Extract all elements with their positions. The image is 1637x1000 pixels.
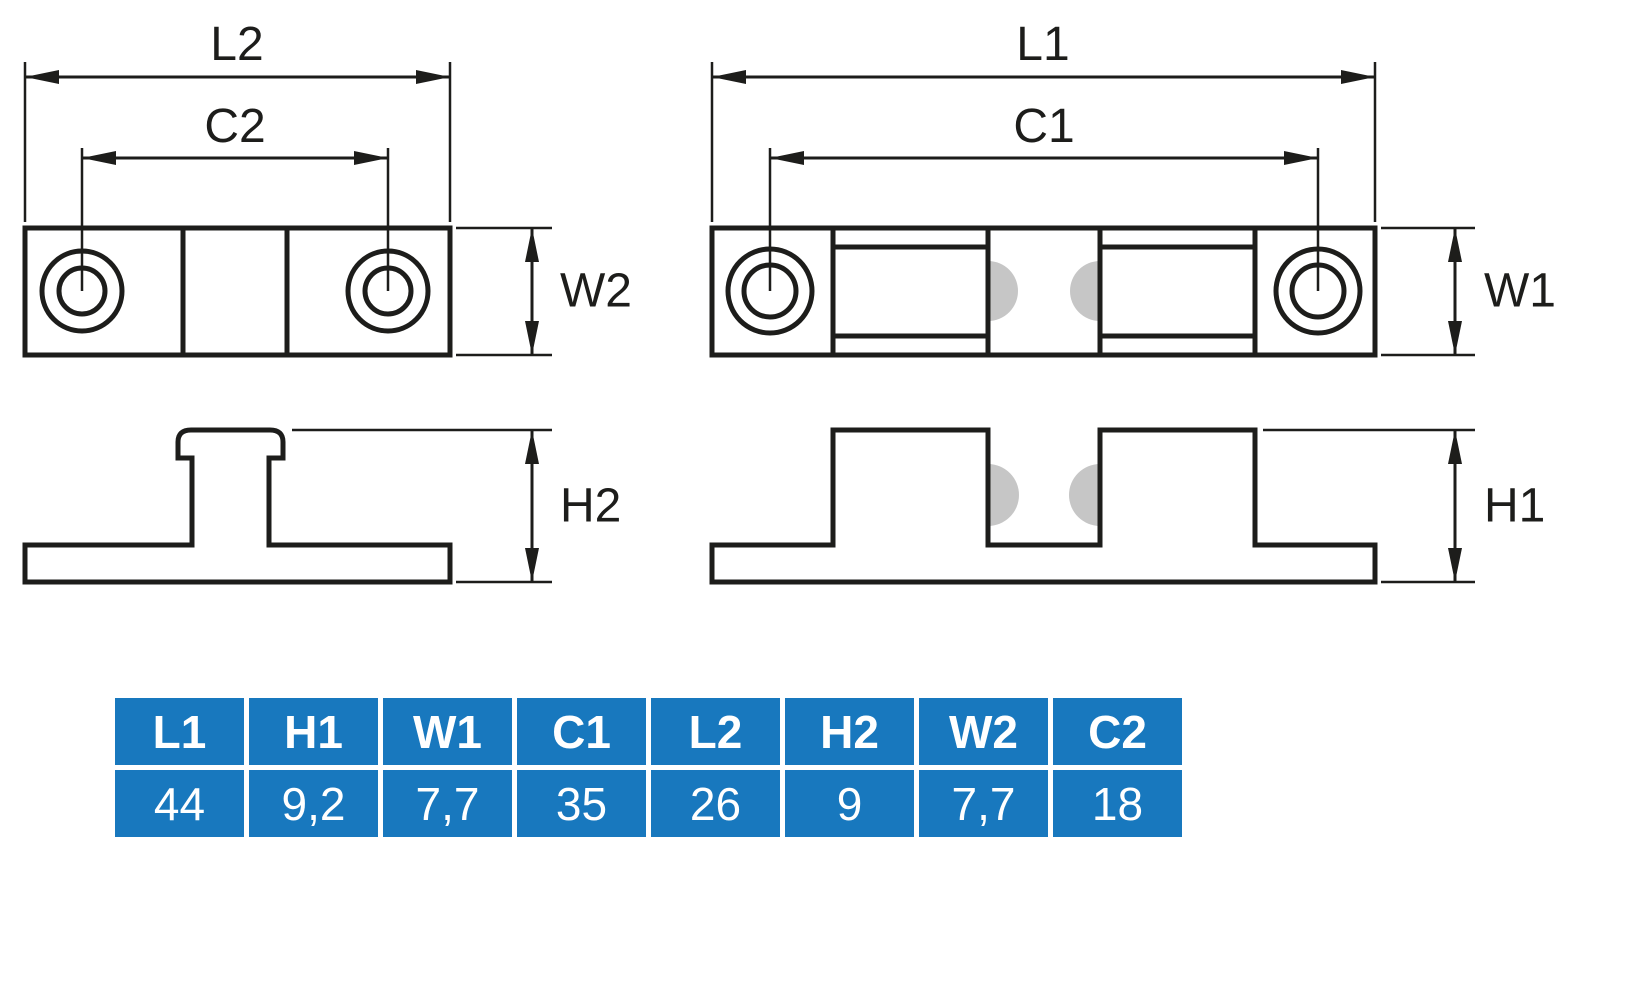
plate-side-profile [22, 427, 453, 585]
value-cell-l1: 44 [110, 765, 249, 842]
value-cell-w1: 7,7 [378, 765, 517, 842]
dimension-L1: L1 [710, 18, 1377, 222]
label-C2: C2 [204, 100, 265, 153]
dimension-C1: C1 [768, 100, 1320, 291]
plate-side-view [22, 427, 453, 585]
catch-ball-right [1070, 261, 1100, 321]
value-cell-c2: 18 [1048, 765, 1187, 842]
catch-body [709, 225, 1378, 358]
value-cell-w2: 7,7 [914, 765, 1053, 842]
header-cell-l2: L2 [646, 693, 785, 770]
plate-top-view [22, 225, 453, 358]
label-W1: W1 [1484, 265, 1556, 318]
label-L2: L2 [210, 18, 263, 71]
header-cell-l1: L1 [110, 693, 249, 770]
header-cell-w2: W2 [914, 693, 1053, 770]
header-cell-c1: C1 [512, 693, 651, 770]
header-cell-c2: C2 [1048, 693, 1187, 770]
dimension-H2: H2 [292, 428, 621, 584]
catch-side-view [709, 427, 1378, 585]
value-cell-h1: 9,2 [244, 765, 383, 842]
catch-side-profile [709, 427, 1378, 585]
table-value-row: 44 9,2 7,7 35 26 9 7,7 18 [110, 765, 1187, 842]
dimension-table: L1 H1 W1 C1 L2 H2 W2 C2 44 9,2 7,7 35 26… [110, 693, 1187, 842]
value-cell-c1: 35 [512, 765, 651, 842]
label-C1: C1 [1013, 100, 1074, 153]
catch-ball-left [988, 261, 1018, 321]
label-H2: H2 [560, 480, 621, 533]
dimension-H1: H1 [1263, 428, 1545, 584]
header-cell-h1: H1 [244, 693, 383, 770]
value-cell-l2: 26 [646, 765, 785, 842]
label-H1: H1 [1484, 480, 1545, 533]
dimension-W2: W2 [456, 226, 632, 357]
dimension-L2: L2 [23, 18, 452, 222]
dimension-W1: W1 [1381, 226, 1556, 357]
label-W2: W2 [560, 265, 632, 318]
header-cell-h2: H2 [780, 693, 919, 770]
catch-ball-right-side [1069, 464, 1100, 526]
label-L1: L1 [1016, 18, 1069, 71]
catch-top-view [709, 225, 1378, 358]
catch-ball-left-side [988, 464, 1019, 526]
header-cell-w1: W1 [378, 693, 517, 770]
table-header-row: L1 H1 W1 C1 L2 H2 W2 C2 [110, 693, 1187, 770]
value-cell-h2: 9 [780, 765, 919, 842]
dimension-C2: C2 [80, 100, 390, 291]
